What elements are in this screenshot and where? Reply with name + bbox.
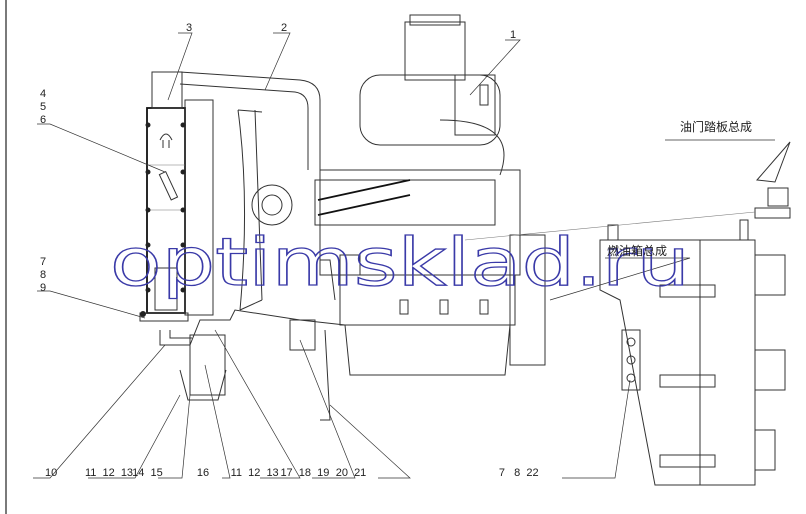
throttle-pedal: [464, 141, 791, 241]
label-20-21: 20 21: [336, 467, 367, 479]
label-4: 4: [40, 88, 46, 100]
fuel-tank-callout: 燃油箱总成: [607, 243, 667, 258]
label-9: 9: [40, 282, 46, 294]
label-7: 7: [40, 256, 46, 268]
label-6: 6: [40, 114, 46, 126]
fan: [237, 109, 293, 311]
label-3: 3: [186, 22, 192, 34]
label-7-8-22: 7 8 22: [499, 467, 539, 479]
canister-bracket: [179, 369, 227, 401]
label-5: 5: [40, 101, 46, 113]
label-16: 16: [197, 467, 209, 479]
label-10: 10: [45, 467, 57, 479]
fuel-tank: [599, 219, 786, 486]
radiator: [139, 71, 214, 322]
throttle-pedal-callout: 油门踏板总成: [680, 119, 752, 134]
watermark: optimsklad.ru: [110, 224, 690, 301]
engine-block: [289, 169, 546, 421]
label-17-18-19: 17 18 19: [280, 467, 329, 479]
label-2: 2: [281, 22, 287, 34]
label-11-12-13-b: 11 12 13: [231, 467, 279, 479]
filter-canister: [189, 334, 226, 396]
leader-lines: [33, 32, 775, 479]
label-1: 1: [510, 29, 516, 41]
upper-hose: [179, 71, 321, 170]
label-14-15: 14 15: [132, 467, 163, 479]
label-11-12-13-a: 11 12 13: [85, 467, 133, 479]
air-filter: [359, 14, 505, 176]
label-8: 8: [40, 269, 46, 281]
